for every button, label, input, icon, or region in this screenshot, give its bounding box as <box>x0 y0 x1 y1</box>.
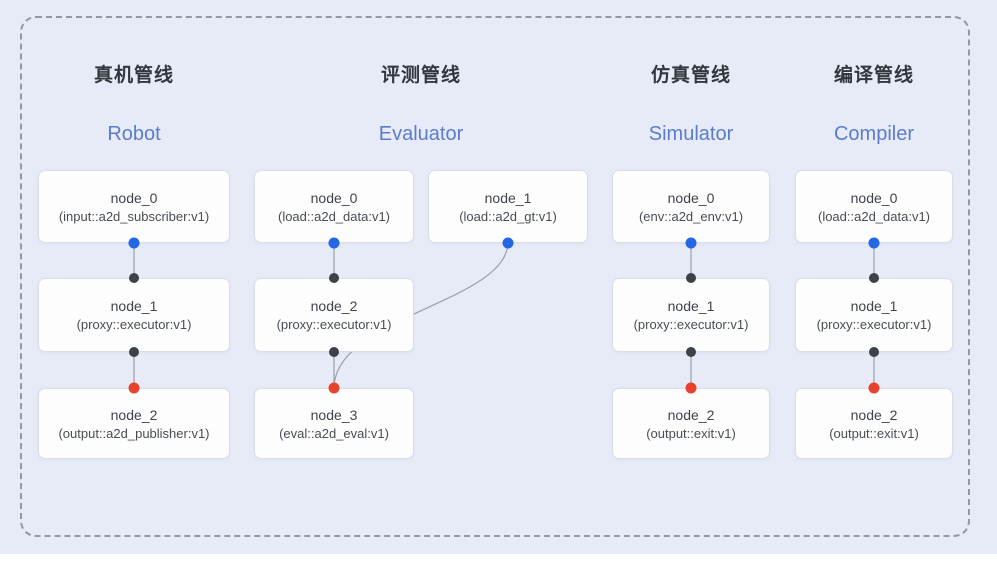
node-type: (output::exit:v1) <box>829 425 919 441</box>
port-dot-black <box>686 273 696 283</box>
node-name: node_0 <box>310 189 358 206</box>
node-type: (load::a2d_gt:v1) <box>459 208 557 224</box>
node-type: (proxy::executor:v1) <box>276 317 392 332</box>
node-type: (eval::a2d_eval:v1) <box>279 425 389 441</box>
pipeline-title-en-evaluator: Evaluator <box>378 123 464 145</box>
node-type: (output::exit:v1) <box>646 425 736 441</box>
node-name: node_0 <box>110 189 158 206</box>
node-type: (proxy::executor:v1) <box>633 317 749 332</box>
evaluator-node-1-card: node_1 (load::a2d_gt:v1) <box>428 170 588 243</box>
compiler-node-1-card: node_1 (proxy::executor:v1) <box>795 278 953 352</box>
robot-node-1-card: node_1 (proxy::executor:v1) <box>38 278 230 352</box>
port-dot-blue <box>685 237 697 249</box>
node-name: node_2 <box>310 298 358 314</box>
port-dot-red <box>868 382 880 394</box>
port-dot-red <box>328 382 340 394</box>
port-dot-blue <box>328 237 340 249</box>
node-type: (load::a2d_data:v1) <box>277 208 391 224</box>
evaluator-node-0-card: node_0 (load::a2d_data:v1) <box>254 170 414 243</box>
port-dot-blue <box>502 237 514 249</box>
port-dot-black <box>329 347 339 357</box>
diagram-dashed-boundary <box>20 16 970 537</box>
compiler-node-2-card: node_2 (output::exit:v1) <box>795 388 953 459</box>
node-name: node_0 <box>850 189 898 206</box>
node-type: (env::a2d_env:v1) <box>638 208 744 224</box>
node-type: (proxy::executor:v1) <box>76 317 192 332</box>
simulator-node-2-card: node_2 (output::exit:v1) <box>612 388 770 459</box>
robot-node-0-card: node_0 (input::a2d_subscriber:v1) <box>38 170 230 243</box>
port-dot-red <box>128 382 140 394</box>
port-dot-black <box>129 273 139 283</box>
node-name: node_1 <box>667 298 715 314</box>
pipeline-title-en-compiler: Compiler <box>833 123 915 145</box>
pipeline-title-zh-simulator: 仿真管线 <box>650 65 731 86</box>
node-name: node_2 <box>850 406 898 423</box>
pipeline-title-en-robot: Robot <box>107 123 161 145</box>
node-name: node_2 <box>110 406 158 423</box>
simulator-node-0-card: node_0 (env::a2d_env:v1) <box>612 170 770 243</box>
port-dot-red <box>685 382 697 394</box>
node-name: node_2 <box>667 406 715 423</box>
pipeline-title-zh-robot: 真机管线 <box>93 65 174 86</box>
connector-curve <box>333 242 509 387</box>
node-type: (input::a2d_subscriber:v1) <box>58 208 210 224</box>
pipeline-title-en-simulator: Simulator <box>648 123 734 145</box>
evaluator-node-2-card: node_2 (proxy::executor:v1) <box>254 278 414 352</box>
node-type: (output::a2d_publisher:v1) <box>58 425 210 441</box>
node-name: node_1 <box>484 189 532 206</box>
port-dot-black <box>686 347 696 357</box>
port-dot-black <box>869 347 879 357</box>
port-dot-blue <box>868 237 880 249</box>
pipeline-title-zh-compiler: 编译管线 <box>833 65 914 86</box>
node-name: node_3 <box>310 406 358 423</box>
node-name: node_1 <box>110 298 158 314</box>
port-dot-black <box>329 273 339 283</box>
node-type: (load::a2d_data:v1) <box>817 208 931 224</box>
node-name: node_0 <box>667 189 715 206</box>
simulator-node-1-card: node_1 (proxy::executor:v1) <box>612 278 770 352</box>
evaluator-node-3-card: node_3 (eval::a2d_eval:v1) <box>254 388 414 459</box>
node-name: node_1 <box>850 298 898 314</box>
port-dot-blue <box>128 237 140 249</box>
node-type: (proxy::executor:v1) <box>816 317 932 332</box>
port-dot-black <box>869 273 879 283</box>
robot-node-2-card: node_2 (output::a2d_publisher:v1) <box>38 388 230 459</box>
pipeline-title-zh-evaluator: 评测管线 <box>380 65 461 86</box>
port-dot-black <box>129 347 139 357</box>
compiler-node-0-card: node_0 (load::a2d_data:v1) <box>795 170 953 243</box>
